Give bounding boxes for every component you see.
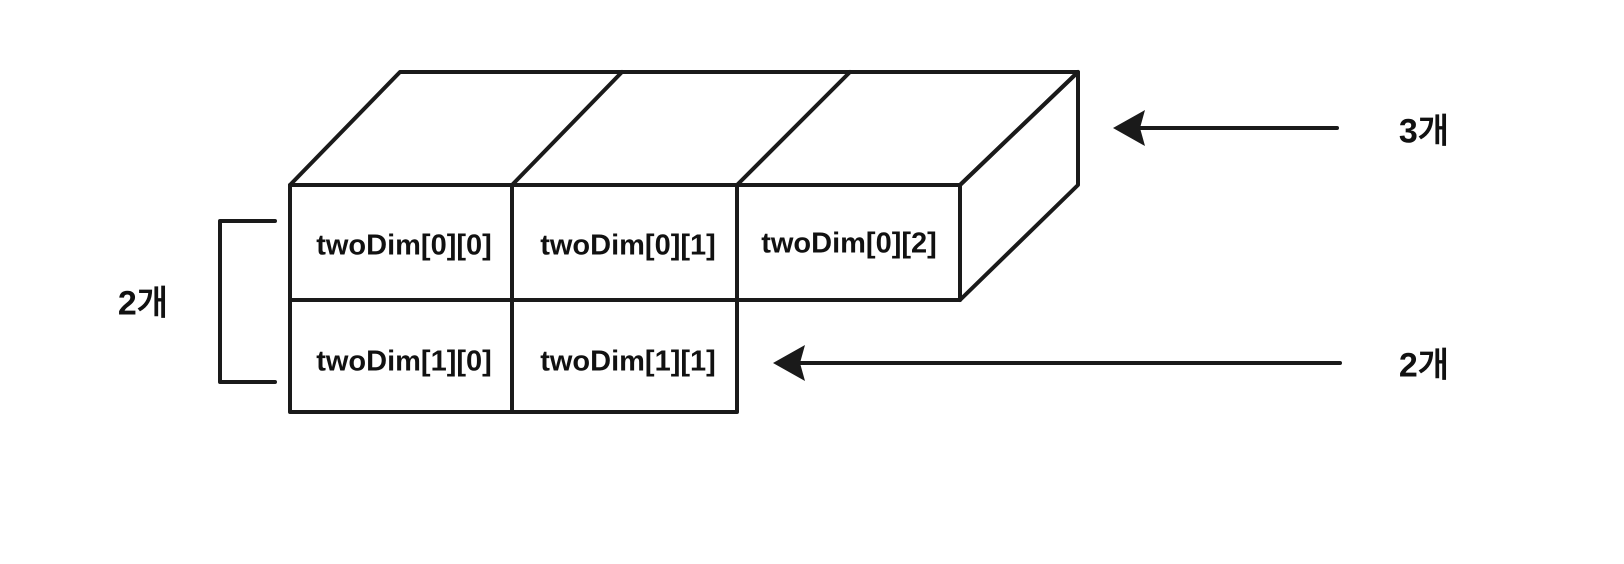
cell-box-0-2 [735,183,962,302]
top-divider-1 [510,70,624,187]
side-face [958,70,1080,302]
arrow-row1-head [773,345,805,381]
row0-count-label: 3개 [1398,112,1450,151]
cell-label-1-0: twoDim[1][0] [316,345,492,378]
cell-label-0-0: twoDim[0][0] [316,229,492,262]
top-divider-2 [735,70,852,187]
row1-count-label: 2개 [1398,346,1450,385]
cell-label-0-2: twoDim[0][2] [761,227,937,260]
cell-box-1-1 [510,298,739,414]
cell-label-1-1: twoDim[1][1] [540,345,716,378]
cell-label-0-1: twoDim[0][1] [540,229,716,262]
left-bracket [218,219,277,384]
arrow-row0-head [1113,110,1145,146]
top-face [288,70,1080,187]
outer-count-label: 2개 [117,284,169,323]
